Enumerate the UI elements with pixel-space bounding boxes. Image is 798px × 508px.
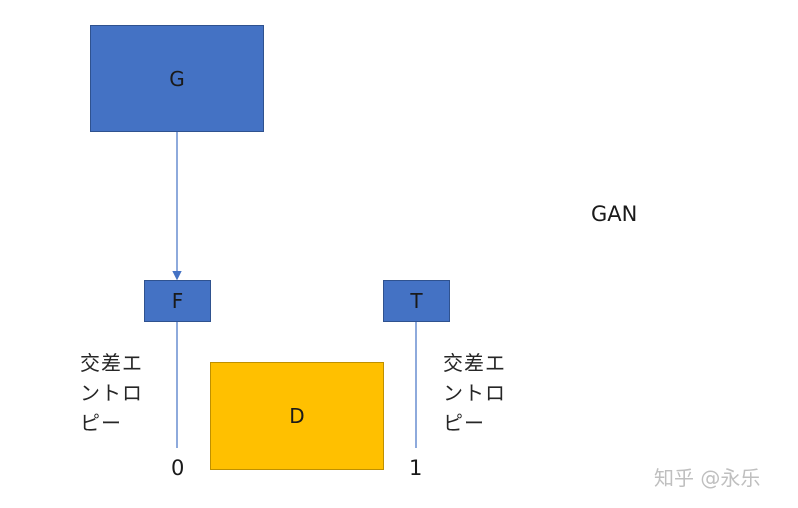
fake-label: F (171, 289, 184, 313)
diagram-title: GAN (591, 202, 638, 226)
discriminator-box: D (210, 362, 384, 470)
cross-entropy-left: 交差エントロピー (80, 351, 143, 435)
cross-entropy-right: 交差エントロピー (443, 351, 506, 435)
discriminator-label: D (289, 404, 305, 428)
generator-label: G (169, 66, 185, 91)
watermark: 知乎 @永乐 (654, 466, 761, 490)
target-one: 1 (409, 456, 423, 480)
true-box: T (383, 280, 450, 322)
fake-box: F (144, 280, 211, 322)
true-label: T (410, 289, 423, 313)
target-zero: 0 (171, 456, 185, 480)
generator-box: G (90, 25, 264, 132)
